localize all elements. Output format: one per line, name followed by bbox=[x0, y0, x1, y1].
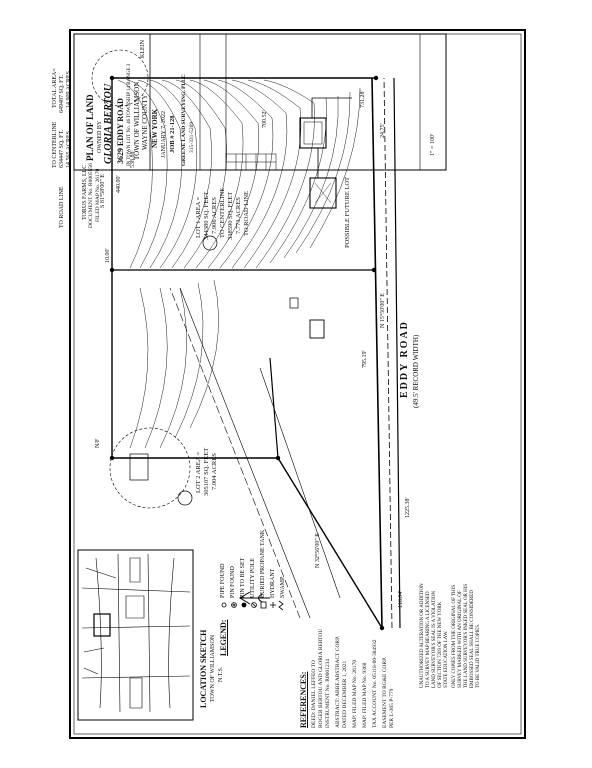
lot1-to-road: TO ROAD LINE bbox=[243, 190, 250, 236]
survey-date: JANUARY 7, 2022 bbox=[161, 111, 167, 158]
note-line: OF SECTION 7209 OF THE NEW YORK bbox=[438, 601, 443, 688]
location-sketch-title: LOCATION SKETCH bbox=[199, 629, 208, 708]
road-width: (49.5' RECORD WIDTH) bbox=[412, 334, 420, 408]
revision-grid bbox=[225, 153, 277, 171]
lot2-area-acres: 7.004 ACRES bbox=[211, 453, 218, 490]
north-adjoiner-filed: FILED MAP No. 26170 bbox=[95, 168, 101, 222]
legend-heading: LEGEND: bbox=[219, 619, 228, 656]
north-arrow-icon bbox=[239, 591, 270, 605]
total-area2-sqft: 634447 SQ. FT. bbox=[59, 129, 65, 168]
dimension-4: 116.04' bbox=[398, 590, 404, 608]
property-address: 3629 EDDY ROAD bbox=[116, 98, 125, 164]
firm-phone: 315-331-5209 bbox=[189, 121, 195, 153]
total-area-sqft: 649487 SQ. FT. bbox=[59, 74, 65, 113]
lot1-area-acres2: 7.773 ACRES bbox=[235, 197, 242, 234]
reference-line: MAP: FILED MAP No. 26170 bbox=[352, 659, 358, 728]
lot1-area-label: LOT 1 AREA = bbox=[195, 196, 202, 238]
dimension-2: 795.19' bbox=[362, 350, 368, 368]
north-line-distance: 440.00' bbox=[116, 175, 122, 193]
reference-line: ROGER BERTOU AND GLORIA BERTOU bbox=[318, 628, 324, 728]
plan-title: PLAN OF LAND bbox=[85, 94, 95, 161]
reference-line: PER L-365 P-779 bbox=[389, 688, 395, 728]
note-line: SURVEY MARKED WITH AN ORIGINAL OF bbox=[458, 590, 463, 688]
reference-line: DATED DECEMBER 1, 2021 bbox=[342, 660, 348, 728]
reference-line: INSTRUMENT No. R0001234 bbox=[325, 658, 331, 728]
road-distance-1: 1225.38' bbox=[405, 497, 411, 518]
reference-line: DEED: DANIEL LEFFEO TO bbox=[311, 660, 317, 728]
legend-pin-to-be-set: PIN TO BE SET bbox=[240, 557, 246, 598]
note-line: ONLY COPIES FROM THE ORIGINAL OF THIS bbox=[452, 584, 457, 688]
note-line: TO BE VALID TRUE COPIES. bbox=[476, 623, 481, 688]
lot1-to-centerline: TO CENTERLINE bbox=[219, 187, 226, 238]
east-adjoiner: KLEIN bbox=[140, 40, 146, 58]
legend-swamp: SWAMP bbox=[280, 576, 286, 598]
road-distance-2: 731.28' bbox=[360, 90, 366, 108]
east-line-bearing: N 15°50'00" E bbox=[380, 293, 386, 328]
lot1-area-acres: 7.906 ACRES bbox=[211, 197, 218, 234]
legend-pin-found: PIN FOUND bbox=[230, 566, 236, 598]
note-line: UNAUTHORIZED ALTERATION OR ADDITION bbox=[420, 583, 425, 688]
west-adjoiner: N/F bbox=[95, 438, 101, 448]
dimension-6: 700.52' bbox=[262, 110, 268, 128]
references-heading: REFERENCES: bbox=[299, 671, 308, 728]
sheet-border bbox=[69, 29, 526, 739]
note-line: STATE EDUCATION LAW. bbox=[444, 630, 449, 688]
monuments bbox=[109, 75, 385, 631]
owner-name: GLORIA BERTOU bbox=[103, 83, 114, 164]
firm-name: GREENE LAND SURVEYING, PLLC bbox=[181, 74, 187, 166]
note-line: EMBOSSED SEAL SHALL BE CONSIDERED bbox=[470, 590, 475, 688]
reference-line: MAP: FILED MAP No. 9368 bbox=[362, 662, 368, 728]
dimension-3: 24.75' bbox=[380, 123, 386, 138]
job-number: JOB # 21-128 bbox=[169, 115, 176, 153]
reference-line: EASEMENT TO RG&E CORP. bbox=[382, 657, 388, 728]
legend-hydrant: HYDRANT bbox=[270, 568, 276, 598]
total-area-acres: 14.909 ACRES bbox=[66, 70, 72, 108]
structures bbox=[289, 97, 352, 339]
total-area-label: TOTAL AREA= bbox=[52, 68, 58, 108]
location-sketch-town: TOWN OF WILLIAMSON bbox=[210, 634, 216, 702]
state-name: NEW YORK bbox=[151, 108, 159, 148]
county-name: WAYNE COUNTY bbox=[141, 94, 149, 150]
lot1-area-sqft: 344380 SQ. FEET bbox=[203, 191, 210, 240]
note-line: TO A SURVEY MAP BEARING A LICENSED bbox=[426, 591, 431, 688]
legend-symbols bbox=[221, 600, 284, 611]
note-line: THE LAND SURVEYOR'S INKED SEAL OR HIS bbox=[464, 583, 469, 688]
town-name: TOWN OF WILLIAMSON bbox=[133, 81, 141, 160]
location-sketch-scale: N.T.S. bbox=[218, 666, 224, 682]
total-area-to-centerline: TO CENTERLINE bbox=[52, 121, 58, 168]
lot1-area-sqft2: 338590 SQ. FEET bbox=[227, 191, 234, 240]
reference-line: ABSTRACT: ABBE ABSTRACT CORP. bbox=[335, 636, 341, 728]
west-line-bearing: N 32°56'00" E bbox=[315, 533, 321, 568]
north-adjoiner-doc: DOCUMENT No. R0005556 bbox=[88, 163, 94, 228]
lot2-area-label: LOT 2 AREA = bbox=[195, 451, 202, 493]
total-area2-to: TO ROAD LINE bbox=[59, 186, 65, 228]
possible-future-lot: POSSIBLE FUTURE LOT bbox=[344, 176, 351, 248]
total-area2-acres: 14.565 ACRES bbox=[66, 130, 72, 168]
location-sketch-map bbox=[81, 553, 191, 713]
note-line: LAND SURVEYOR'S SEAL IS A VIOLATION bbox=[432, 590, 437, 688]
dimension-5: 538.88' bbox=[130, 150, 136, 168]
legend-pipe-found: PIPE FOUND bbox=[220, 563, 226, 598]
dimension-1: 10.00' bbox=[105, 248, 111, 263]
location-sketch-frame bbox=[77, 549, 194, 721]
contour-lines bbox=[117, 79, 361, 449]
reference-line: TAX ACCOUNT No. 05118-00-384932 bbox=[372, 639, 378, 728]
scale-note: 1" = 100' bbox=[430, 134, 436, 156]
detail-circles bbox=[91, 49, 218, 509]
legend-propane-tank: BURIED PROPANE TANK bbox=[260, 529, 266, 598]
lot2-area-sqft: 305107 SQ. FEET bbox=[203, 447, 210, 496]
legend-utility-pole: UTILITY POLE bbox=[250, 558, 256, 598]
road-name: EDDY ROAD bbox=[399, 320, 410, 398]
